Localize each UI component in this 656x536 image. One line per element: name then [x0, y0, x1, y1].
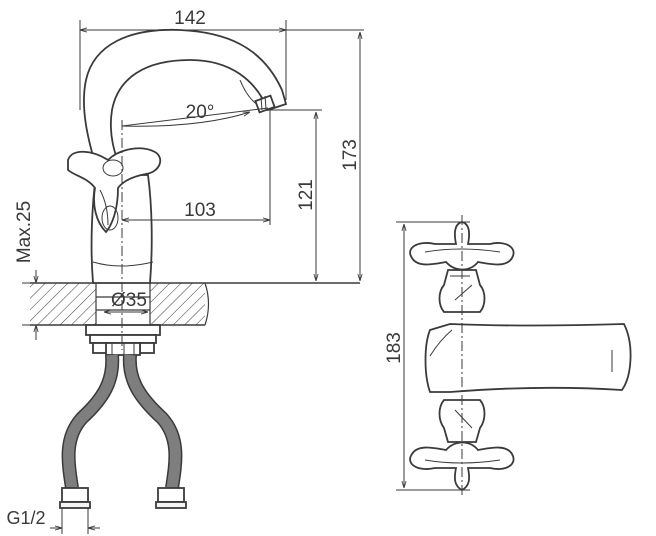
- flex-hose-right: [122, 354, 187, 509]
- dimension-labels: 142 20° 103 121 173 Max.25 Ø35 G1/2: [6, 8, 361, 528]
- dim-max25: Max.25: [14, 201, 35, 263]
- dim-142: 142: [174, 8, 206, 29]
- dim-diameter: Ø35: [111, 290, 147, 311]
- dim-angle: 20°: [186, 102, 215, 123]
- dim-183: 183: [384, 332, 405, 364]
- faucet-front-view: [409, 215, 632, 498]
- dim-103: 103: [184, 200, 216, 221]
- countertop-section: [30, 282, 360, 326]
- dim-thread: G1/2: [6, 508, 45, 528]
- flex-hose-left: [59, 354, 120, 509]
- dimension-lines: [22, 20, 364, 534]
- dim-121: 121: [296, 179, 317, 211]
- side-dimension: 183: [384, 221, 470, 491]
- faucet-side-view: [67, 28, 288, 284]
- dim-173: 173: [340, 139, 361, 171]
- mounting-assembly: [85, 296, 161, 356]
